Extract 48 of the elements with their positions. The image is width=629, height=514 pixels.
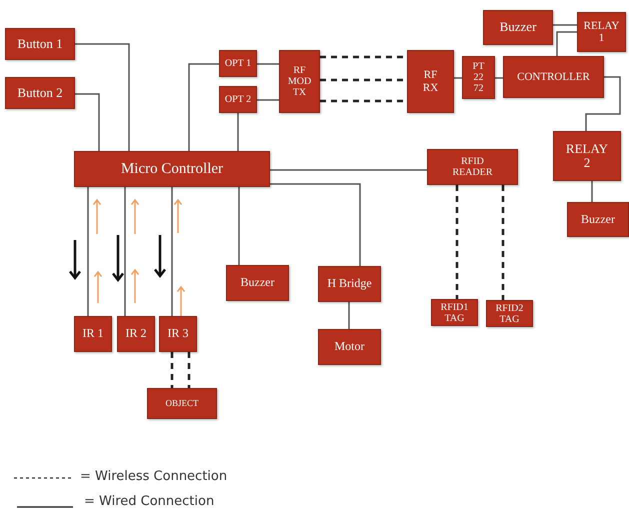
legend-text: = Wired Connection: [84, 494, 214, 509]
wireless-connection-line: [188, 352, 190, 388]
wired-connection-line: [270, 183, 361, 266]
wired-connection-line: [75, 43, 130, 151]
wired-connection-line: [585, 76, 621, 131]
block-box: Button 1: [5, 28, 75, 60]
wireless-connection-line: [170, 352, 174, 388]
wired-connection-line: [591, 181, 593, 202]
block-box: OPT 2: [219, 86, 257, 113]
block-box: Buzzer: [226, 265, 289, 301]
wired-connection-line: [237, 113, 239, 151]
wired-connection-line: [75, 93, 100, 151]
block-box: IR 1: [74, 316, 112, 352]
wired-connection-line: [124, 187, 126, 316]
block-box: OPT 1: [219, 50, 257, 77]
wired-connection-line: [348, 302, 350, 329]
block-box: RFID2 TAG: [486, 300, 533, 327]
wired-connection-line: [270, 169, 427, 171]
wired-connection-line: [257, 63, 279, 65]
block-box: H Bridge: [318, 266, 381, 302]
block-box: IR 3: [159, 316, 197, 352]
wired-connection-line: [171, 187, 173, 316]
block-box: CONTROLLER: [503, 56, 604, 98]
block-box: Buzzer: [567, 202, 629, 237]
wired-connection-line: [454, 77, 462, 79]
wired-connection-line: [495, 77, 503, 79]
block-box: PT 22 72: [462, 56, 495, 99]
wired-connection-line: [257, 99, 279, 101]
wireless-connection-line: [502, 185, 504, 300]
block-box: RF MOD TX: [279, 50, 320, 113]
wireless-connection-line: [456, 185, 458, 299]
wired-connection-line: [188, 63, 219, 151]
block-box: RF RX: [407, 50, 454, 113]
block-box: Button 2: [5, 77, 75, 109]
block-box: IR 2: [117, 316, 155, 352]
wired-connection-line: [553, 24, 577, 26]
legend-text: = Wireless Connection: [80, 469, 228, 484]
block-box: RFID1 TAG: [431, 299, 478, 326]
block-box: RELAY 1: [577, 12, 626, 52]
block-box: Motor: [318, 329, 381, 365]
wired-connection-line: [238, 187, 240, 265]
wired-connection-line: [87, 187, 89, 316]
block-box: Buzzer: [483, 10, 553, 45]
block-box: RFID READER: [427, 149, 518, 185]
block-box: OBJECT: [147, 388, 217, 419]
block-box: RELAY 2: [553, 131, 621, 181]
wired-connection-line: [556, 31, 577, 56]
microcontroller-box: Micro Controller: [74, 151, 270, 187]
